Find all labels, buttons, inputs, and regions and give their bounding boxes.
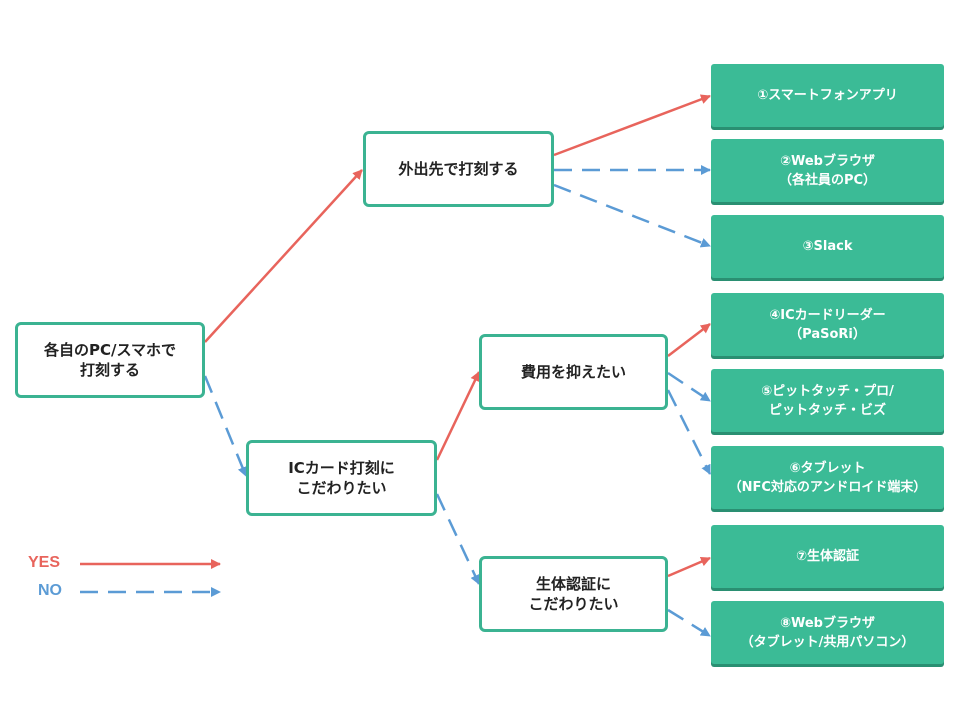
edge-start-iccard-no bbox=[203, 375, 248, 477]
answer-2-line2: （各社員のPC） bbox=[778, 172, 877, 188]
answer-5-line1: ⑤ピットタッチ・プロ/ bbox=[761, 383, 894, 399]
answer-3-line1: ③Slack bbox=[802, 239, 853, 254]
answer-1: ①スマートフォンアプリ bbox=[711, 64, 944, 127]
question-bio-line2: こだわりたい bbox=[528, 595, 619, 613]
answer-6: ⑥タブレット （NFC対応のアンドロイド端末） bbox=[711, 446, 944, 509]
answer-7: ⑦生体認証 bbox=[711, 525, 944, 588]
answer-1-line1: ①スマートフォンアプリ bbox=[757, 88, 898, 103]
answer-6-line2: （NFC対応のアンドロイド端末） bbox=[728, 479, 927, 495]
edge-outside-a3-no bbox=[553, 183, 711, 248]
answer-3: ③Slack bbox=[711, 215, 944, 278]
legend-yes-label: YES bbox=[28, 554, 61, 571]
edge-iccard-cost-yes bbox=[435, 371, 481, 461]
edge-outside-a1-yes bbox=[553, 94, 711, 157]
question-bio: 生体認証に こだわりたい bbox=[479, 556, 668, 632]
legend-no-label: NO bbox=[38, 582, 62, 599]
edge-cost-a4-yes bbox=[667, 323, 711, 357]
question-iccard-line2: こだわりたい bbox=[296, 479, 387, 497]
answer-5-line2: ピットタッチ・ビズ bbox=[768, 402, 886, 418]
question-bio-line1: 生体認証に bbox=[535, 575, 611, 593]
edge-bio-a8-no bbox=[667, 608, 711, 638]
question-cost: 費用を抑えたい bbox=[479, 334, 668, 410]
question-iccard: ICカード打刻に こだわりたい bbox=[246, 440, 437, 516]
question-outside-line1: 外出先で打刻する bbox=[398, 160, 519, 178]
edge-cost-a5-no bbox=[667, 371, 711, 403]
question-start-line2: 打刻する bbox=[79, 361, 140, 379]
edge-bio-a7-yes bbox=[667, 556, 711, 578]
question-iccard-line1: ICカード打刻に bbox=[288, 459, 395, 477]
answer-8: ⑧Webブラウザ （タブレット/共用パソコン） bbox=[711, 601, 944, 664]
edge-iccard-bio-no bbox=[435, 493, 481, 585]
edge-cost-a6-no bbox=[666, 389, 712, 475]
question-start-line1: 各自のPC/スマホで bbox=[43, 341, 177, 359]
answer-2-line1: ②Webブラウザ bbox=[779, 153, 875, 169]
answer-4-line1: ④ICカードリーダー bbox=[769, 307, 886, 323]
edge-start-outside-yes bbox=[204, 169, 363, 343]
answer-6-line1: ⑥タブレット bbox=[789, 460, 866, 476]
answer-4-line2: （PaSoRi） bbox=[789, 326, 866, 342]
answer-2: ②Webブラウザ （各社員のPC） bbox=[711, 139, 944, 202]
answer-5: ⑤ピットタッチ・プロ/ ピットタッチ・ビズ bbox=[711, 369, 944, 432]
answer-7-line1: ⑦生体認証 bbox=[795, 549, 859, 564]
question-outside: 外出先で打刻する bbox=[363, 131, 554, 207]
answer-8-line2: （タブレット/共用パソコン） bbox=[740, 634, 915, 650]
question-cost-line1: 費用を抑えたい bbox=[520, 363, 626, 381]
answer-4: ④ICカードリーダー （PaSoRi） bbox=[711, 293, 944, 356]
question-start: 各自のPC/スマホで 打刻する bbox=[15, 322, 205, 398]
answer-8-line1: ⑧Webブラウザ bbox=[779, 615, 875, 631]
